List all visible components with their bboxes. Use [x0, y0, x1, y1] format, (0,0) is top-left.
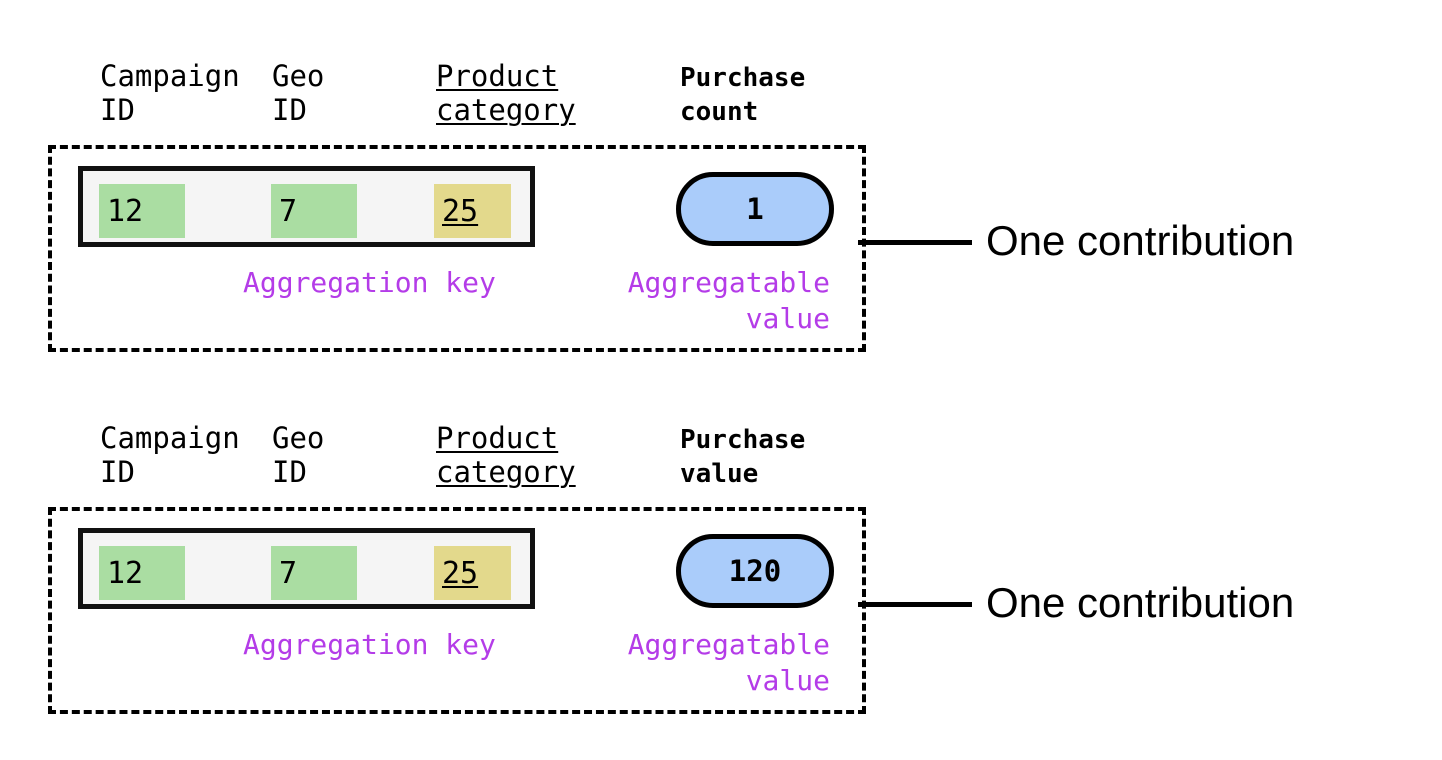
- leader-line-icon: [858, 602, 972, 607]
- aggregatable-value-oval: 1: [676, 172, 834, 246]
- key-field-product-category: 25: [434, 546, 511, 600]
- key-field-geo-id: 7: [271, 184, 357, 238]
- key-field-product-category-value: 25: [442, 193, 479, 229]
- key-field-campaign-id: 12: [99, 184, 185, 238]
- column-header-metric: Purchase count: [680, 63, 806, 127]
- aggregatable-value-oval: 120: [676, 534, 834, 608]
- key-field-campaign-id-value: 12: [107, 555, 144, 591]
- key-field-product-category: 25: [434, 184, 511, 238]
- key-field-geo-id-value: 7: [279, 555, 298, 591]
- aggregation-key-strip: 12 7 25: [78, 528, 535, 609]
- leader-line-icon: [858, 240, 972, 245]
- key-field-campaign-id: 12: [99, 546, 185, 600]
- contribution-boundary: [48, 507, 866, 714]
- contribution-boundary: [48, 145, 866, 352]
- key-field-geo-id: 7: [271, 546, 357, 600]
- column-header-product-category: Product category: [436, 421, 576, 489]
- key-field-product-category-value: 25: [442, 555, 479, 591]
- annotation-aggregation-key: Aggregation key: [243, 628, 496, 661]
- column-headers: Campaign ID Geo ID Product category Purc…: [0, 421, 1442, 501]
- caption-one-contribution: One contribution: [986, 579, 1295, 626]
- column-header-metric: Purchase value: [680, 425, 806, 489]
- column-header-campaign-id: Campaign ID: [100, 59, 240, 127]
- column-header-product-category: Product category: [436, 59, 576, 127]
- column-header-campaign-id: Campaign ID: [100, 421, 240, 489]
- annotation-aggregation-key: Aggregation key: [243, 266, 496, 299]
- annotation-aggregatable-value: Aggregatable value: [627, 266, 830, 335]
- column-headers: Campaign ID Geo ID Product category Purc…: [0, 59, 1442, 139]
- aggregation-key-strip: 12 7 25: [78, 166, 535, 247]
- column-header-geo-id: Geo ID: [272, 421, 325, 489]
- annotation-aggregatable-value: Aggregatable value: [627, 628, 830, 697]
- column-header-geo-id: Geo ID: [272, 59, 325, 127]
- caption-one-contribution: One contribution: [986, 217, 1295, 264]
- key-field-campaign-id-value: 12: [107, 193, 144, 229]
- key-field-geo-id-value: 7: [279, 193, 298, 229]
